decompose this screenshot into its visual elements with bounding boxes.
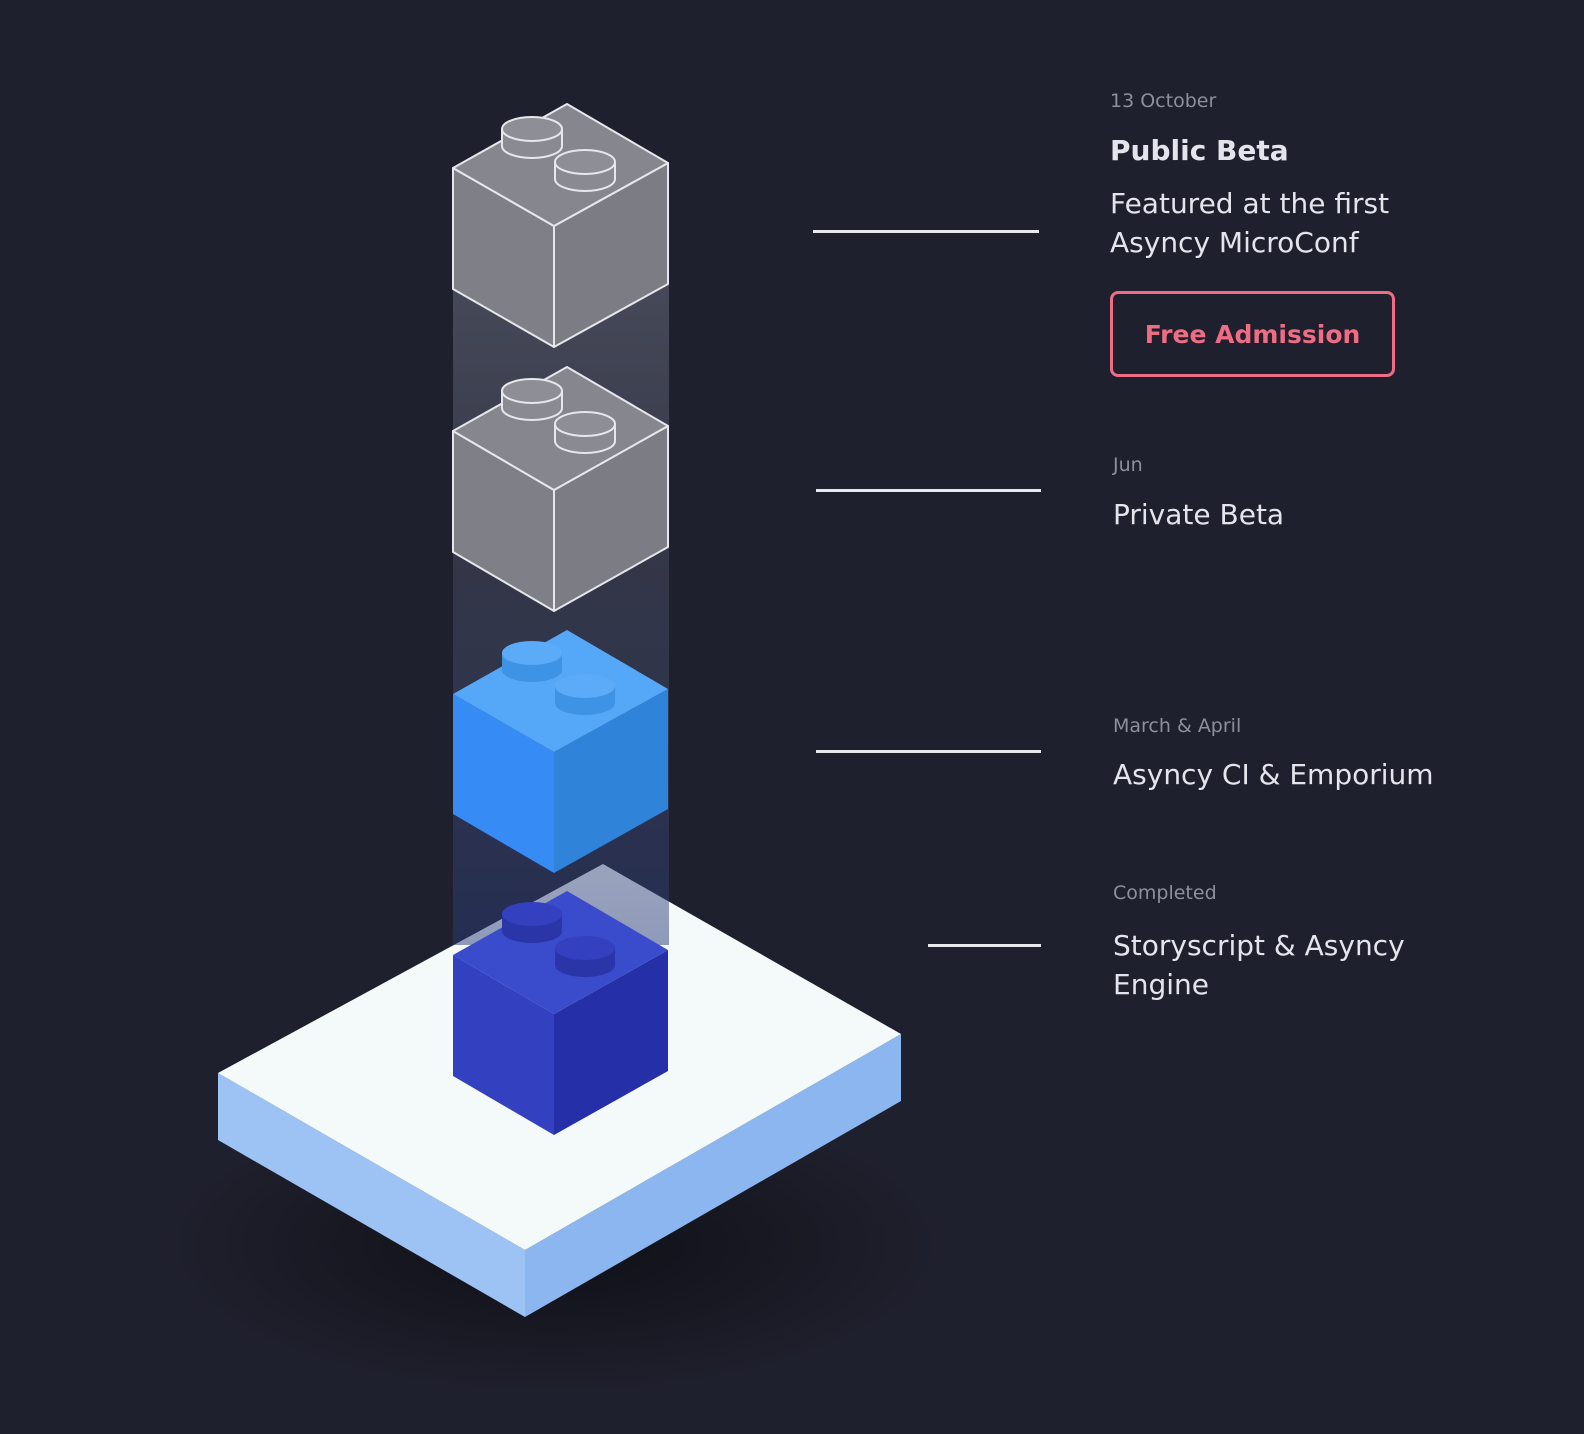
- free-admission-button[interactable]: Free Admission: [1110, 291, 1395, 377]
- brick-upcoming-top-icon: [452, 103, 669, 348]
- brick-in-progress-icon: [453, 630, 668, 873]
- brick-upcoming-icon: [452, 366, 669, 612]
- brick-completed-icon: [453, 891, 668, 1135]
